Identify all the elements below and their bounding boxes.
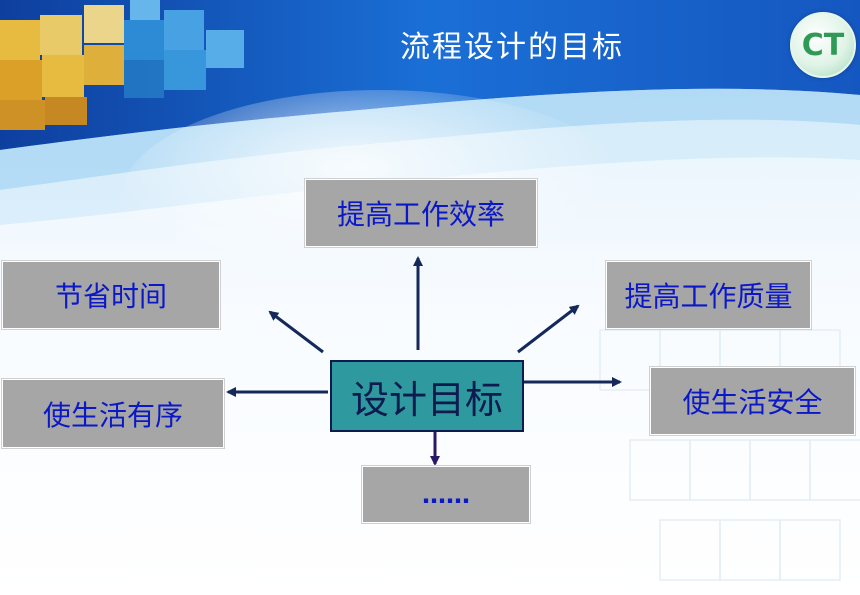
- cube-decoration: [0, 0, 244, 130]
- goal-box-upper-left: 节省时间: [2, 261, 220, 329]
- arrow-upper-left: [268, 310, 324, 354]
- center-box: 设计目标: [330, 360, 524, 432]
- goal-box-bottom: ……: [362, 466, 530, 523]
- goal-box-right: 使生活安全: [650, 367, 855, 435]
- slide-title: 流程设计的目标: [400, 30, 624, 65]
- arrow-upper-right: [517, 304, 580, 354]
- goal-box-top: 提高工作效率: [305, 179, 537, 247]
- goal-box-upper-right: 提高工作质量: [606, 261, 811, 329]
- logo: CT: [790, 12, 856, 78]
- goal-box-left: 使生活有序: [2, 379, 224, 448]
